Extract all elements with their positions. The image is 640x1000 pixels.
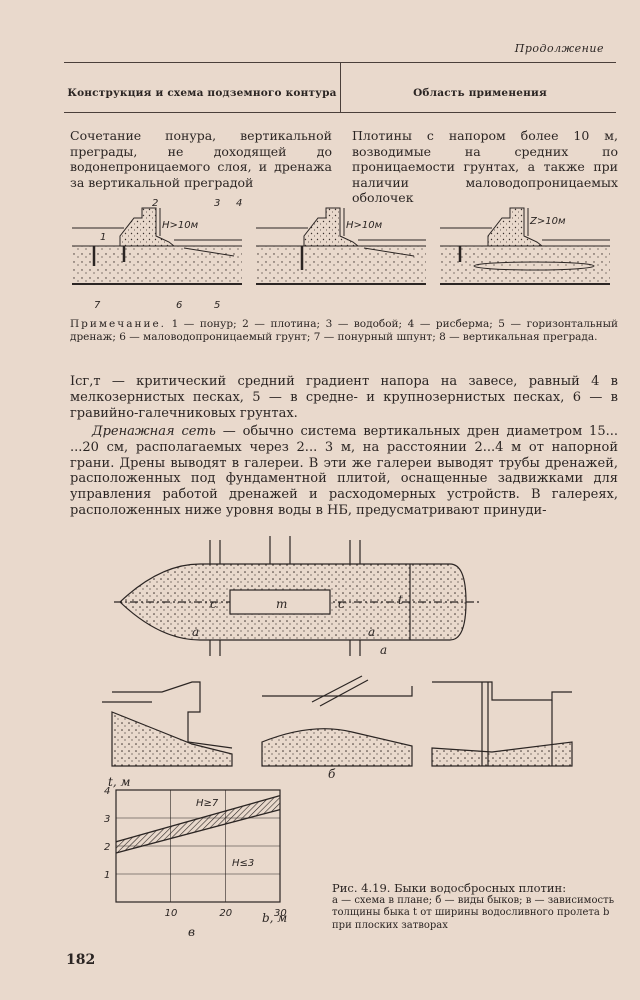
- drainage-text: — обычно система вертикальных дрен диаме…: [70, 424, 619, 518]
- paragraph-gradient: Iсг,т — критический средний градиент нап…: [70, 374, 618, 421]
- chart-xtick-label: 30: [274, 908, 287, 919]
- table-col1-header: Конструкция и схема подземного контура: [67, 87, 337, 99]
- dim-a-left: a: [192, 625, 199, 639]
- table-row-left: Сочетание понура, вертикальной преграды,…: [70, 128, 332, 190]
- paragraph-drainage: Дренажная сеть — обычно система вертикал…: [70, 424, 618, 519]
- caption-legend: а — схема в плане; б — виды быков; в — з…: [332, 894, 615, 931]
- table-header-rule: [64, 112, 616, 113]
- table-col2-header: Область применения: [413, 87, 547, 99]
- scheme-2-head: H>10м: [346, 220, 383, 231]
- chart-ytick-label: 2: [104, 842, 110, 853]
- chart-band: [116, 795, 280, 853]
- chart-series: [115, 794, 281, 854]
- scheme-label-1: 1: [100, 232, 106, 243]
- chart-ticks: 10 20 30 1 2 3 4: [104, 786, 287, 919]
- chart-xtick-label: 10: [165, 908, 178, 919]
- page-number: 182: [66, 952, 96, 968]
- scheme-label-5: 5: [214, 300, 220, 311]
- table-column-divider: [340, 62, 341, 112]
- figure-v-chart: 10 20 30 1 2 3 4 t, м b, м в H≥7 H≤3: [104, 775, 287, 939]
- chart-xtick-label: 20: [219, 908, 232, 919]
- scheme-label-4: 4: [236, 198, 242, 209]
- pier-view-3: [431, 681, 573, 767]
- dim-t: t: [398, 593, 403, 607]
- scheme-label-3: 3: [214, 198, 220, 209]
- scheme-3-head: Z>10м: [529, 216, 566, 227]
- caption-title: Рис. 4.19. Быки водосбросных плотин:: [332, 881, 567, 895]
- scheme-3: [440, 207, 610, 285]
- scheme-label-2: 2: [152, 198, 158, 209]
- figure-label-v: в: [188, 925, 195, 939]
- pier-view-2: [261, 675, 413, 767]
- note-lead: Примечание.: [70, 318, 167, 330]
- scheme-1: [72, 207, 242, 285]
- chart-series-line-0: [115, 794, 281, 843]
- scheme-label-6: 6: [176, 300, 182, 311]
- underground-contour-schemes: 1 2 3 4 5 6 7 H>10м H>10м Z>10м: [72, 198, 610, 311]
- chart-series-line-1: [115, 808, 281, 854]
- dim-c-right: c: [338, 597, 345, 611]
- dim-a-right: a: [368, 625, 375, 639]
- continuation-label: Продолжение: [514, 42, 604, 55]
- dim-m: m: [276, 597, 287, 611]
- chart-ytick-label: 1: [104, 870, 110, 881]
- note-text: 1 — понур; 2 — плотина; 3 — водобой; 4 —…: [70, 318, 618, 343]
- figure-a-pier-plan: a c m c a t а: [114, 536, 480, 657]
- scheme-note: Примечание. 1 — понур; 2 — плотина; 3 — …: [70, 318, 618, 344]
- scheme-2: [256, 207, 426, 285]
- chart-ytick-label: 4: [104, 786, 110, 797]
- term-drainage-network: Дренажная сеть: [92, 424, 216, 439]
- chart-ylabel: t, м: [108, 775, 130, 789]
- series-label-h-le-3: H≤3: [232, 858, 254, 869]
- table-row-right: Плотины с напором более 10 м, возводимые…: [352, 128, 618, 205]
- figure-b-pier-views: б: [102, 675, 573, 781]
- series-label-h-ge-7: H≥7: [196, 798, 219, 809]
- chart-band-area: [116, 795, 280, 853]
- figure-label-a: а: [380, 643, 387, 657]
- figure-caption: Рис. 4.19. Быки водосбросных плотин: а —…: [332, 882, 620, 932]
- scheme-label-7: 7: [94, 300, 101, 311]
- pier-view-1: [102, 681, 233, 767]
- dim-c-left: c: [210, 597, 217, 611]
- scheme-1-head: H>10м: [162, 220, 199, 231]
- figure-label-b: б: [328, 767, 336, 781]
- chart-xlabel: b, м: [262, 911, 287, 925]
- chart-ytick-label: 3: [104, 814, 110, 825]
